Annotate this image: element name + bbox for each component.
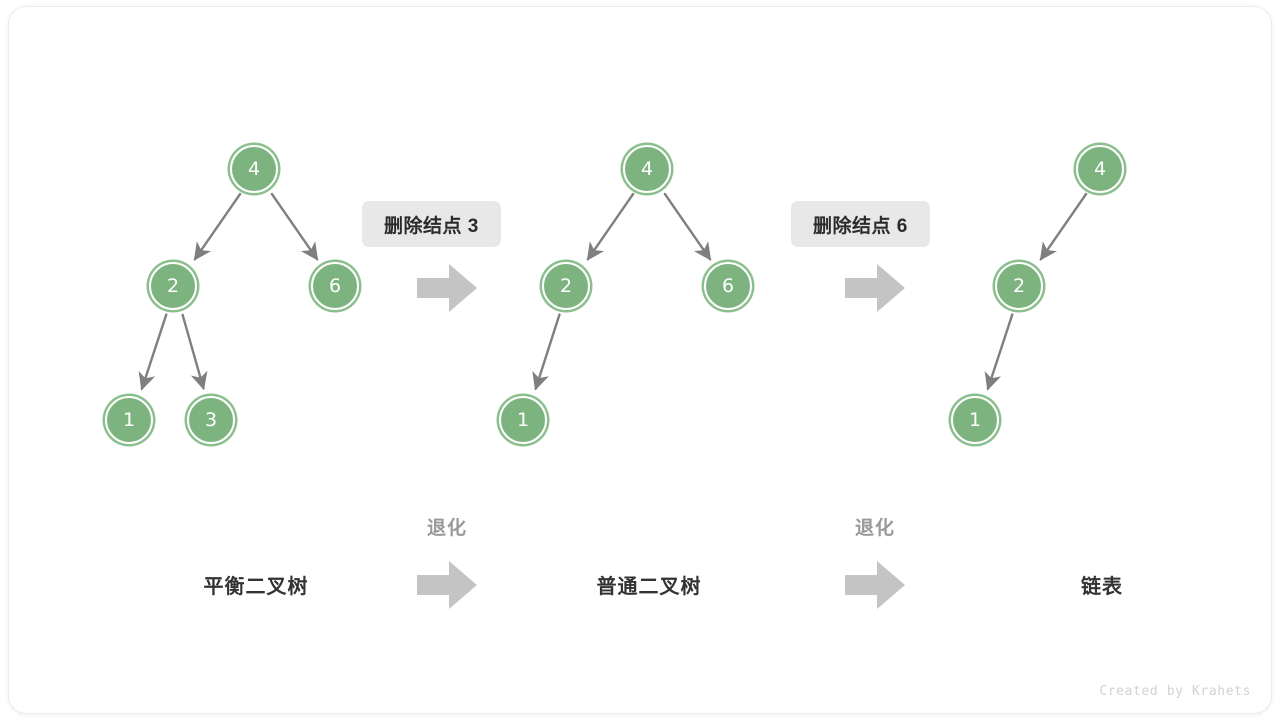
tree-node[interactable]: 1 (499, 396, 547, 444)
tree-node-label: 4 (1093, 157, 1107, 180)
degeneration-arrow-icon-degenerate-2 (843, 557, 907, 613)
tree-node-label: 6 (721, 274, 735, 297)
tree-node[interactable]: 3 (187, 396, 235, 444)
transition-arrow-icon-delete-node-3 (415, 260, 479, 316)
credit-text: Created by Krahets (1099, 684, 1251, 699)
tree-node-label: 2 (559, 274, 573, 297)
caption-linkedlist: 链表 (1081, 576, 1123, 598)
tree-node[interactable]: 6 (704, 262, 752, 310)
tree-edge (138, 313, 168, 391)
tree-node-label: 1 (516, 408, 530, 431)
tree-node[interactable]: 6 (311, 262, 359, 310)
tree-node[interactable]: 1 (951, 396, 999, 444)
tree-node[interactable]: 1 (105, 396, 153, 444)
tree-node[interactable]: 2 (995, 262, 1043, 310)
tree-node-label: 6 (328, 274, 342, 297)
tree-edge (181, 313, 208, 391)
tree-node[interactable]: 4 (1076, 145, 1124, 193)
tree-node[interactable]: 2 (149, 262, 197, 310)
transition-label-degenerate-1: 退化 (426, 518, 467, 539)
tree-node[interactable]: 4 (623, 145, 671, 193)
tree-node-label: 2 (166, 274, 180, 297)
tree-edge (532, 313, 561, 391)
transition-arrow-icon-delete-node-6 (843, 260, 907, 316)
tree-edges-canvas (138, 192, 1088, 391)
caption-ordinary: 普通二叉树 (596, 576, 702, 598)
tree-node-label: 3 (204, 408, 218, 431)
tree-node[interactable]: 2 (542, 262, 590, 310)
tree-node-label: 4 (640, 157, 654, 180)
tree-node-label: 1 (968, 408, 982, 431)
tree-edge (193, 192, 242, 261)
tree-node[interactable]: 4 (230, 145, 278, 193)
tree-node-label: 4 (247, 157, 261, 180)
tree-edge (586, 192, 635, 261)
operation-label-delete-node-3: 删除结点 3 (362, 201, 501, 247)
tree-node-label: 1 (122, 408, 136, 431)
figure-card: 4 2 6 1 3 4 2 6 1 4 2 1 删除结点 3 删除结点 6 退化 退化 平衡二叉树 普通二叉… (8, 6, 1272, 714)
tree-edge (663, 192, 712, 261)
caption-balanced: 平衡二叉树 (203, 576, 309, 598)
tree-edge (1039, 192, 1088, 261)
tree-edge (984, 313, 1014, 391)
degeneration-arrow-icon-degenerate-1 (415, 557, 479, 613)
tree-node-label: 2 (1012, 274, 1026, 297)
tree-edge (270, 192, 319, 261)
operation-label-delete-node-6: 删除结点 6 (791, 201, 930, 247)
transition-label-degenerate-2: 退化 (854, 518, 895, 539)
